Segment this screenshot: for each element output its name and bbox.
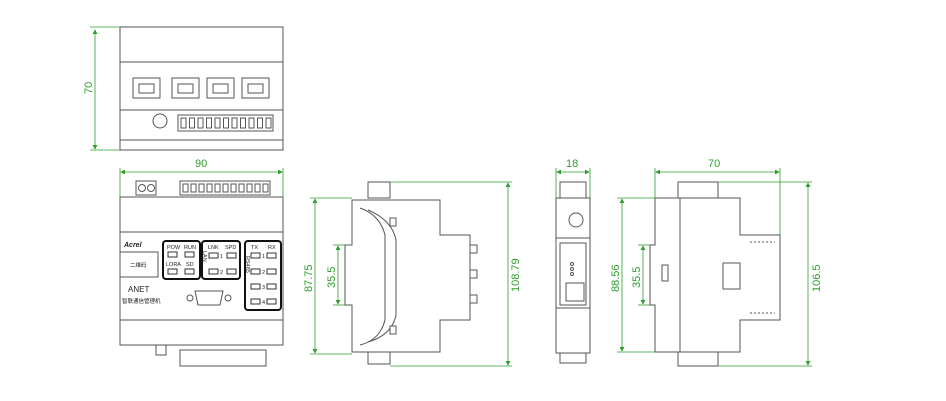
terminal-pin bbox=[190, 183, 197, 193]
svg-text:RS485: RS485 bbox=[244, 256, 250, 273]
terminal-pin bbox=[265, 117, 272, 129]
svg-text:二维码: 二维码 bbox=[130, 261, 147, 269]
svg-text:3: 3 bbox=[262, 285, 265, 291]
terminal-pin bbox=[230, 183, 237, 193]
dim-front-width: 90 bbox=[119, 158, 284, 197]
svg-text:2: 2 bbox=[262, 270, 265, 276]
terminal-pin bbox=[254, 183, 261, 193]
terminal-pin bbox=[189, 117, 195, 129]
dim-right: 70 88.56 35.5 106.5 bbox=[610, 158, 823, 367]
terminal-pin bbox=[206, 117, 212, 129]
svg-text:POW: POW bbox=[167, 245, 181, 251]
svg-text:4: 4 bbox=[262, 300, 265, 306]
svg-text:LNK: LNK bbox=[208, 245, 219, 251]
terminal-pin bbox=[197, 117, 204, 129]
svg-text:88.56: 88.56 bbox=[610, 264, 622, 292]
svg-text:1: 1 bbox=[262, 254, 265, 260]
svg-text:70: 70 bbox=[708, 158, 720, 170]
terminal-pin bbox=[238, 183, 245, 193]
db9-connector bbox=[186, 290, 232, 306]
svg-text:TX: TX bbox=[251, 245, 258, 251]
front-view: Acrel 二维码 ANET 智联通信管理机 POW RUN LORA SD L… bbox=[119, 180, 284, 367]
svg-text:35.5: 35.5 bbox=[326, 267, 338, 288]
dim-narrow-width: 18 bbox=[555, 158, 591, 198]
svg-text:87.75: 87.75 bbox=[303, 264, 315, 292]
svg-text:LORA: LORA bbox=[166, 262, 181, 268]
svg-text:90: 90 bbox=[195, 158, 207, 170]
svg-text:智联通信管理机: 智联通信管理机 bbox=[122, 297, 161, 305]
svg-text:18: 18 bbox=[566, 158, 578, 170]
svg-text:ANET: ANET bbox=[128, 285, 149, 294]
terminal-pin bbox=[231, 117, 238, 129]
svg-text:Acrel: Acrel bbox=[123, 242, 143, 249]
terminal-pin bbox=[262, 183, 269, 193]
svg-text:RX: RX bbox=[268, 245, 276, 251]
svg-text:106.5: 106.5 bbox=[811, 264, 823, 292]
svg-text:108.79: 108.79 bbox=[510, 258, 522, 292]
terminal-pin bbox=[214, 117, 221, 129]
svg-text:LAN: LAN bbox=[201, 251, 207, 262]
terminal-pin bbox=[222, 183, 229, 193]
top-view bbox=[119, 26, 284, 151]
dim-top-height: 70 bbox=[83, 26, 120, 151]
terminal-pin bbox=[257, 117, 263, 129]
dim-side: 87.75 35.5 108.79 bbox=[303, 181, 522, 367]
terminal-pin bbox=[248, 117, 255, 129]
terminal-pin bbox=[180, 117, 187, 129]
terminal-pin bbox=[182, 183, 189, 193]
terminal-pin bbox=[198, 183, 205, 193]
svg-text:SPD: SPD bbox=[225, 245, 236, 251]
terminal-pin bbox=[206, 183, 213, 193]
svg-text:1: 1 bbox=[220, 254, 223, 260]
svg-text:RUN: RUN bbox=[184, 245, 196, 251]
terminal-pin bbox=[246, 183, 253, 193]
rj45-ports bbox=[132, 77, 270, 99]
side-view bbox=[344, 181, 478, 365]
narrow-view bbox=[555, 181, 591, 364]
terminal-pin bbox=[223, 117, 229, 129]
svg-text:70: 70 bbox=[83, 82, 95, 94]
svg-text:SD: SD bbox=[186, 262, 194, 268]
right-view bbox=[649, 181, 781, 367]
svg-text:35.5: 35.5 bbox=[631, 267, 643, 288]
svg-text:2: 2 bbox=[220, 270, 223, 276]
terminal-pin bbox=[214, 183, 221, 193]
qr-code-box bbox=[119, 251, 159, 278]
terminal-pin bbox=[240, 117, 246, 129]
